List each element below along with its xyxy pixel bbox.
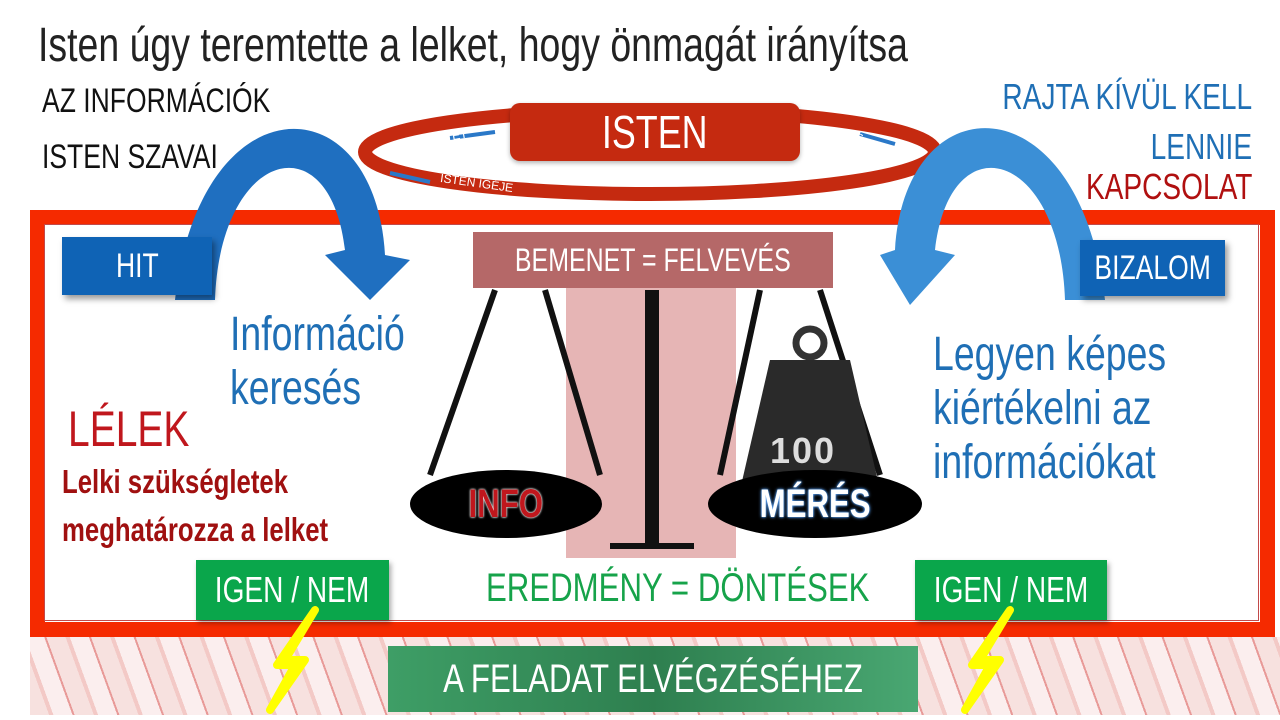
text-line: Lelki szükségletek xyxy=(62,463,289,500)
note-isten-szavai: ISTEN SZAVAI xyxy=(42,138,267,177)
isten-box: ISTEN xyxy=(510,103,800,161)
meres-pan: MÉRÉS xyxy=(708,470,922,538)
lightning-icon xyxy=(961,606,1014,714)
text-line: Legyen képes xyxy=(933,328,1167,381)
info-text: INFO xyxy=(468,481,544,526)
weight-label: 100 xyxy=(770,430,837,471)
scale-post xyxy=(645,290,659,545)
hit-text: HIT xyxy=(115,246,159,285)
arrow-icon xyxy=(859,132,896,146)
lelek-text: LÉLEK xyxy=(68,401,190,457)
arrow-icon xyxy=(389,171,431,184)
curved-arrow-icon xyxy=(175,128,410,300)
igen-text: IGEN / NEM xyxy=(933,569,1089,610)
title-text: Isten úgy teremtette a lelket, hogy önma… xyxy=(38,19,908,72)
slide-title: Isten úgy teremtette a lelket, hogy önma… xyxy=(38,18,1153,73)
scale xyxy=(427,289,883,549)
info-pan: INFO xyxy=(410,470,602,538)
note-text: AZ INFORMÁCIÓK xyxy=(42,82,271,120)
igen-nem-left: IGEN / NEM xyxy=(196,560,389,620)
scale-string xyxy=(427,289,498,476)
note-text: RAJTA KÍVÜL KELL xyxy=(1002,76,1252,117)
text-line: keresés xyxy=(230,362,362,415)
bizalom-box: BIZALOM xyxy=(1080,240,1225,296)
weight-icon xyxy=(740,325,880,490)
note-text: ISTEN SZAVAI xyxy=(42,138,218,176)
isten-text: ISTEN xyxy=(602,106,708,158)
note-text: LENNIE xyxy=(1150,126,1252,167)
note-informaciok: AZ INFORMÁCIÓK xyxy=(42,82,335,121)
text-line: információkat xyxy=(933,436,1156,489)
text-line: meghatározza a lelket xyxy=(62,511,329,548)
bemenet-text: BEMENET = FELVEVÉS xyxy=(515,241,791,278)
scale-string xyxy=(542,289,603,476)
scale-base xyxy=(610,543,694,549)
scale-string xyxy=(717,289,763,476)
note-rajta-kivul: RAJTA KÍVÜL KELL xyxy=(932,76,1252,118)
hit-box: HIT xyxy=(62,237,212,295)
note-text: KAPCSOLAT xyxy=(1085,166,1252,207)
arrows xyxy=(175,128,1105,305)
bizalom-text: BIZALOM xyxy=(1094,248,1211,287)
feladat-box: A FELADAT ELVÉGZÉSÉHEZ xyxy=(388,646,918,712)
lelki-text: Lelki szükségletek meghatározza a lelket xyxy=(62,458,403,554)
eredmeny-label: EREDMÉNY = DÖNTÉSEK xyxy=(486,566,870,610)
evaluate-text: Legyen képes kiértékelni az információka… xyxy=(933,328,1232,490)
lightning-icon xyxy=(266,606,319,714)
feladat-text: A FELADAT ELVÉGZÉSÉHEZ xyxy=(443,656,863,701)
igen-text: IGEN / NEM xyxy=(215,569,370,610)
info-search-text: Információ keresés xyxy=(230,308,454,416)
eredmeny-text: EREDMÉNY = DÖNTÉSEK xyxy=(486,566,978,611)
text-line: kiértékelni az xyxy=(933,382,1152,435)
note-lennie: LENNIE xyxy=(1122,126,1252,168)
curved-arrow-icon xyxy=(880,128,1105,305)
note-kapcsolat: KAPCSOLAT xyxy=(1039,166,1252,208)
soul-frame-inner xyxy=(44,224,1259,621)
text-line: Információ xyxy=(230,308,405,361)
meres-text: MÉRÉS xyxy=(759,481,871,526)
lelek-label: LÉLEK xyxy=(68,400,224,458)
arrow-icon xyxy=(449,130,496,140)
bemenet-box: BEMENET = FELVEVÉS xyxy=(473,232,833,288)
